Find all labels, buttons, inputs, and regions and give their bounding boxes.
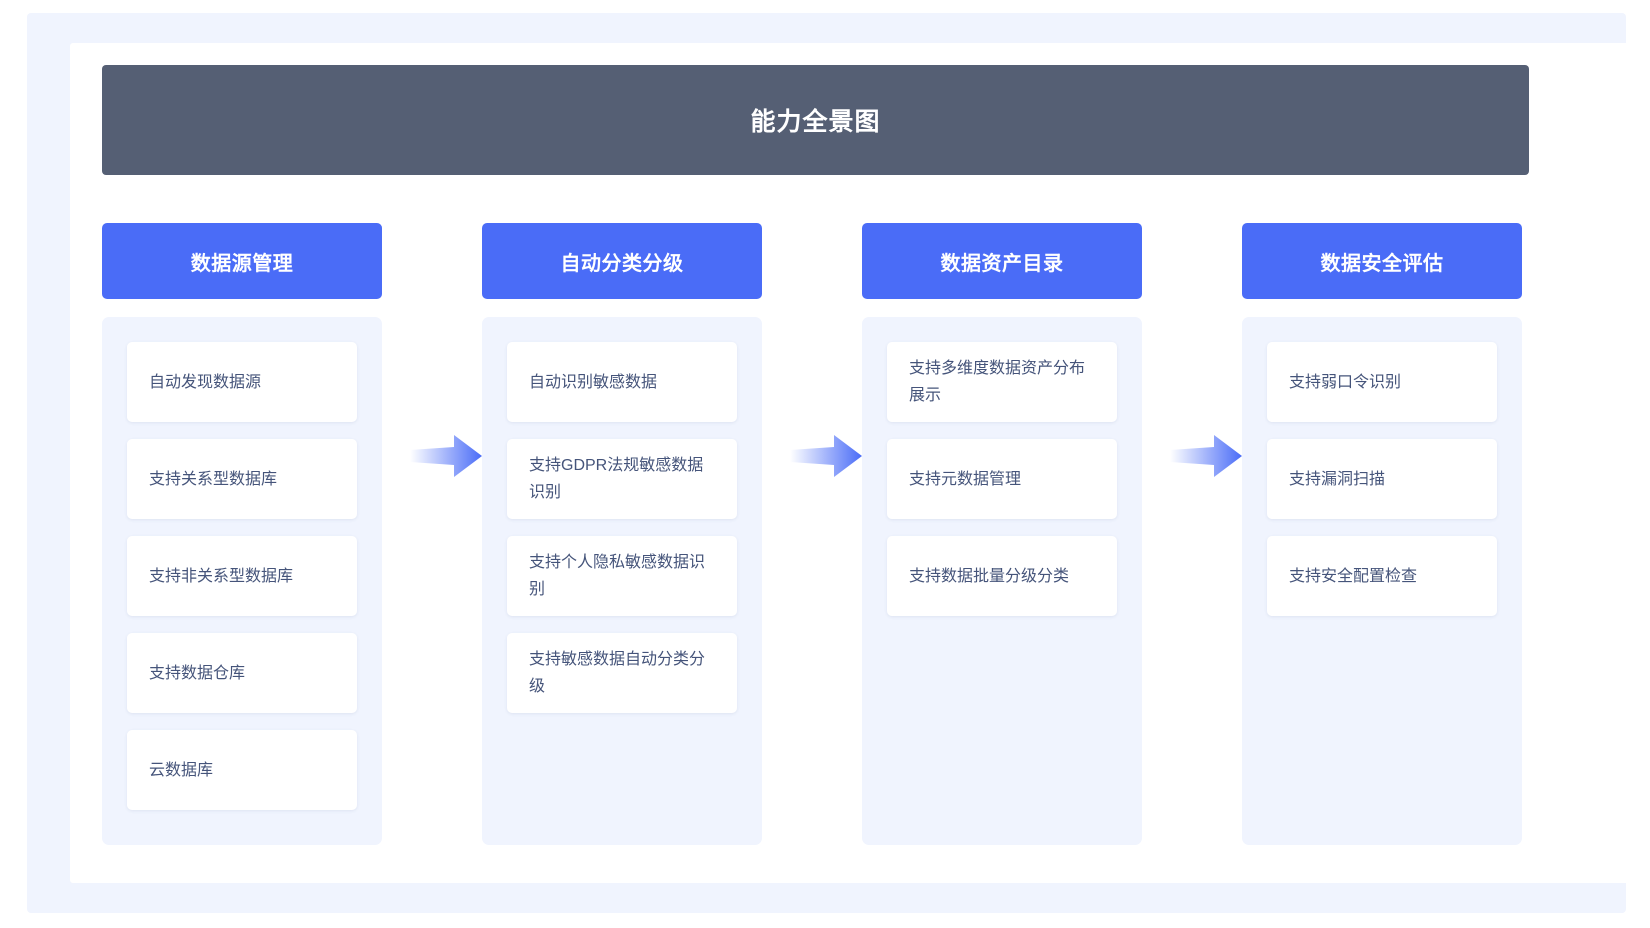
capability-card-label: 支持数据仓库 bbox=[149, 664, 246, 682]
capability-card-label: 云数据库 bbox=[149, 761, 214, 779]
capability-card[interactable]: 支持数据仓库 bbox=[127, 633, 357, 713]
capability-card-label: 支持关系型数据库 bbox=[149, 470, 278, 488]
capability-card[interactable]: 自动发现数据源 bbox=[127, 342, 357, 422]
column-panel-1: 自动识别敏感数据 支持GDPR法规敏感数据识别 支持个人隐私敏感数据识别 支持敏… bbox=[482, 317, 762, 845]
capability-card[interactable]: 支持元数据管理 bbox=[887, 439, 1117, 519]
capability-card-label: 支持GDPR法规敏感数据识别 bbox=[529, 457, 704, 501]
capability-card[interactable]: 支持个人隐私敏感数据识别 bbox=[507, 536, 737, 616]
column-data-source-management: 数据源管理 自动发现数据源 支持关系型数据库 支持非关系型数据库 支持数据仓库 bbox=[102, 223, 382, 845]
capability-card-label: 自动发现数据源 bbox=[149, 373, 262, 391]
page-title: 能力全景图 bbox=[750, 108, 881, 136]
column-header-3[interactable]: 数据安全评估 bbox=[1242, 223, 1522, 299]
column-header-label-0: 数据源管理 bbox=[190, 252, 294, 275]
capability-columns: 数据源管理 自动发现数据源 支持关系型数据库 支持非关系型数据库 支持数据仓库 bbox=[102, 223, 1562, 863]
column-header-2[interactable]: 数据资产目录 bbox=[862, 223, 1142, 299]
arrow-right-icon bbox=[1170, 433, 1242, 479]
diagram-canvas: 能力全景图 数据源管理 自动发现数据源 支持关系型数据库 支持非关系型数据库 bbox=[70, 43, 1637, 883]
capability-card[interactable]: 支持GDPR法规敏感数据识别 bbox=[507, 439, 737, 519]
capability-card-label: 支持非关系型数据库 bbox=[149, 567, 294, 585]
capability-card-label: 支持多维度数据资产分布展示 bbox=[909, 360, 1086, 404]
capability-card-label: 支持元数据管理 bbox=[909, 470, 1022, 488]
column-panel-0: 自动发现数据源 支持关系型数据库 支持非关系型数据库 支持数据仓库 云数据库 bbox=[102, 317, 382, 845]
capability-card-label: 支持敏感数据自动分类分级 bbox=[529, 651, 706, 695]
column-data-asset-catalog: 数据资产目录 支持多维度数据资产分布展示 支持元数据管理 支持数据批量分级分类 bbox=[862, 223, 1142, 845]
capability-card-label: 支持安全配置检查 bbox=[1289, 567, 1418, 585]
arrow-right-icon bbox=[410, 433, 482, 479]
capability-card[interactable]: 支持漏洞扫描 bbox=[1267, 439, 1497, 519]
capability-card[interactable]: 支持敏感数据自动分类分级 bbox=[507, 633, 737, 713]
column-header-label-3: 数据安全评估 bbox=[1320, 252, 1444, 275]
column-auto-classification: 自动分类分级 自动识别敏感数据 支持GDPR法规敏感数据识别 支持个人隐私敏感数… bbox=[482, 223, 762, 845]
column-header-label-2: 数据资产目录 bbox=[940, 252, 1064, 275]
outer-frame: 能力全景图 数据源管理 自动发现数据源 支持关系型数据库 支持非关系型数据库 bbox=[27, 13, 1637, 913]
arrow-right-icon bbox=[790, 433, 862, 479]
capability-card-label: 自动识别敏感数据 bbox=[529, 373, 658, 391]
capability-card[interactable]: 支持安全配置检查 bbox=[1267, 536, 1497, 616]
column-header-0[interactable]: 数据源管理 bbox=[102, 223, 382, 299]
capability-card[interactable]: 支持弱口令识别 bbox=[1267, 342, 1497, 422]
column-data-security-assessment: 数据安全评估 支持弱口令识别 支持漏洞扫描 支持安全配置检查 bbox=[1242, 223, 1522, 845]
capability-card-label: 支持个人隐私敏感数据识别 bbox=[529, 554, 706, 598]
capability-card-label: 支持弱口令识别 bbox=[1289, 373, 1402, 391]
column-panel-3: 支持弱口令识别 支持漏洞扫描 支持安全配置检查 bbox=[1242, 317, 1522, 845]
capability-card[interactable]: 支持非关系型数据库 bbox=[127, 536, 357, 616]
column-header-label-1: 自动分类分级 bbox=[560, 252, 684, 275]
capability-card[interactable]: 支持数据批量分级分类 bbox=[887, 536, 1117, 616]
capability-card[interactable]: 支持关系型数据库 bbox=[127, 439, 357, 519]
capability-card[interactable]: 自动识别敏感数据 bbox=[507, 342, 737, 422]
diagram-title-bar: 能力全景图 bbox=[102, 65, 1529, 175]
capability-card-label: 支持漏洞扫描 bbox=[1289, 470, 1386, 488]
column-panel-2: 支持多维度数据资产分布展示 支持元数据管理 支持数据批量分级分类 bbox=[862, 317, 1142, 845]
capability-card[interactable]: 云数据库 bbox=[127, 730, 357, 810]
column-header-1[interactable]: 自动分类分级 bbox=[482, 223, 762, 299]
capability-card[interactable]: 支持多维度数据资产分布展示 bbox=[887, 342, 1117, 422]
capability-card-label: 支持数据批量分级分类 bbox=[909, 567, 1070, 585]
